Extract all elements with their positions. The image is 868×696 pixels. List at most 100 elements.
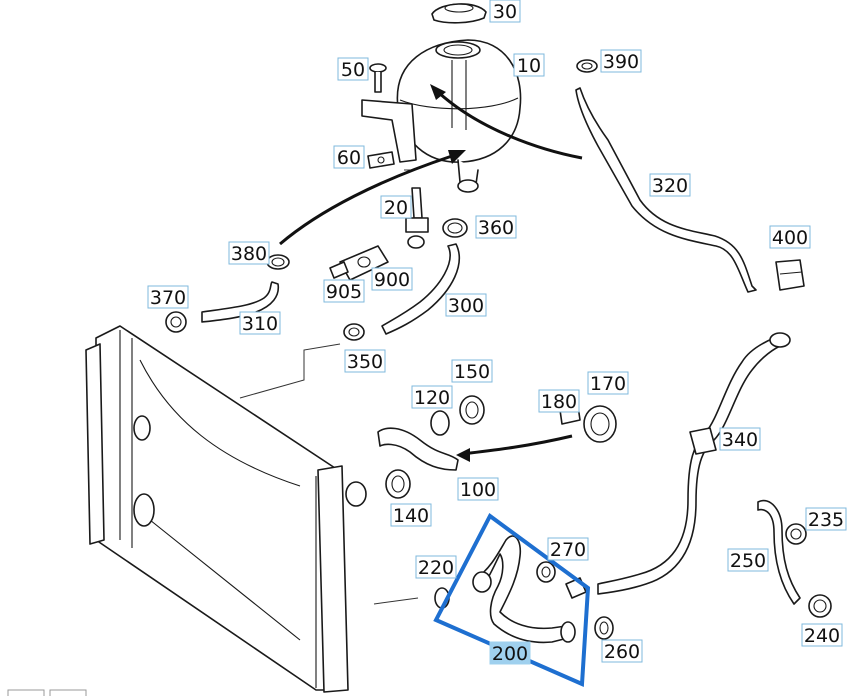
callout-300[interactable]: 300 <box>445 293 487 317</box>
clamp-400-drawing <box>775 259 805 291</box>
hose-320-drawing <box>575 87 757 293</box>
hose-200-drawing <box>472 535 576 644</box>
callout-220[interactable]: 220 <box>415 555 457 579</box>
callout-text: 300 <box>448 295 484 317</box>
callout-10[interactable]: 10 <box>513 53 545 77</box>
tank-cap-drawing <box>431 3 487 24</box>
callout-box <box>801 623 843 647</box>
callout-box <box>727 548 769 572</box>
callout-text: 390 <box>603 51 639 73</box>
highlight-frame-200 <box>433 513 591 687</box>
clip-390-drawing <box>576 59 598 73</box>
callout-text: 150 <box>454 361 490 383</box>
hose-300-drawing <box>381 243 461 335</box>
callout-text: 20 <box>384 197 408 219</box>
bottom-corner-tabs[interactable] <box>7 689 87 696</box>
callout-270[interactable]: 270 <box>547 537 589 561</box>
flow-arrows <box>279 90 583 456</box>
hose-100-drawing <box>377 427 459 471</box>
callout-240[interactable]: 240 <box>801 623 843 647</box>
callout-180[interactable]: 180 <box>538 389 580 413</box>
callout-text: 235 <box>808 509 844 531</box>
callout-box <box>547 537 589 561</box>
callout-260[interactable]: 260 <box>601 639 643 663</box>
callout-box <box>769 225 811 249</box>
callout-box <box>337 57 369 81</box>
clamp-370-drawing <box>165 311 187 333</box>
callout-text: 120 <box>414 387 450 409</box>
callout-text: 400 <box>772 227 808 249</box>
callout-250[interactable]: 250 <box>727 548 769 572</box>
callout-text: 180 <box>541 391 577 413</box>
callout-box <box>147 285 189 309</box>
callout-140[interactable]: 140 <box>390 503 432 527</box>
callout-box <box>323 279 365 303</box>
radiator-drawing <box>85 325 367 693</box>
callout-box <box>371 267 413 291</box>
callout-box <box>475 215 517 239</box>
callout-box <box>380 195 412 219</box>
callout-400[interactable]: 400 <box>769 225 811 249</box>
callout-text: 370 <box>150 287 186 309</box>
callout-30[interactable]: 30 <box>489 0 521 23</box>
callout-150[interactable]: 150 <box>451 359 493 383</box>
callout-235[interactable]: 235 <box>805 507 847 531</box>
clamp-360-drawing <box>442 218 468 238</box>
callout-box <box>587 371 629 395</box>
callout-100[interactable]: 100 <box>457 477 499 501</box>
callout-360[interactable]: 360 <box>475 215 517 239</box>
callout-box <box>513 53 545 77</box>
callout-box <box>415 555 457 579</box>
callout-text: 260 <box>604 641 640 663</box>
callout-370[interactable]: 370 <box>147 285 189 309</box>
callout-text: 100 <box>460 479 496 501</box>
callout-text: 270 <box>550 539 586 561</box>
callout-text: 200 <box>492 643 528 665</box>
callout-box <box>457 477 499 501</box>
callout-box <box>489 0 521 23</box>
callout-box <box>228 241 270 265</box>
callout-box <box>333 145 365 169</box>
callout-text: 310 <box>242 313 278 335</box>
clamp-380-drawing <box>266 254 290 270</box>
callout-310[interactable]: 310 <box>239 311 281 335</box>
clamp-150-drawing <box>459 395 485 425</box>
clamp-350-drawing <box>343 323 365 341</box>
callout-50[interactable]: 50 <box>337 57 369 81</box>
callout-350[interactable]: 350 <box>344 349 386 373</box>
callout-box <box>489 641 531 665</box>
callout-320[interactable]: 320 <box>649 173 691 197</box>
callout-box <box>649 173 691 197</box>
callout-box <box>390 503 432 527</box>
o-ring-120-drawing <box>430 410 450 436</box>
callout-900[interactable]: 900 <box>371 267 413 291</box>
clamp-235-drawing <box>785 523 807 545</box>
callout-box <box>805 507 847 531</box>
callout-text: 250 <box>730 550 766 572</box>
callout-390[interactable]: 390 <box>600 49 642 73</box>
callout-box <box>451 359 493 383</box>
callout-box <box>601 639 643 663</box>
callout-905[interactable]: 905 <box>323 279 365 303</box>
pipe-340-drawing <box>597 332 791 595</box>
callout-text: 220 <box>418 557 454 579</box>
callout-box <box>344 349 386 373</box>
screw-drawing <box>369 63 387 93</box>
callout-120[interactable]: 120 <box>411 385 453 409</box>
callout-60[interactable]: 60 <box>333 145 365 169</box>
sensor-60-drawing <box>367 151 395 169</box>
callout-340[interactable]: 340 <box>719 427 761 451</box>
callout-200[interactable]: 200 <box>489 641 531 665</box>
callout-20[interactable]: 20 <box>380 195 412 219</box>
callout-380[interactable]: 380 <box>228 241 270 265</box>
arrowheads <box>430 84 470 462</box>
clamp-240-drawing <box>808 594 832 618</box>
callout-text: 240 <box>804 625 840 647</box>
callout-170[interactable]: 170 <box>587 371 629 395</box>
expansion-tank-drawing <box>361 39 522 193</box>
callout-box <box>239 311 281 335</box>
callout-box <box>538 389 580 413</box>
clamp-270-drawing <box>536 561 556 583</box>
